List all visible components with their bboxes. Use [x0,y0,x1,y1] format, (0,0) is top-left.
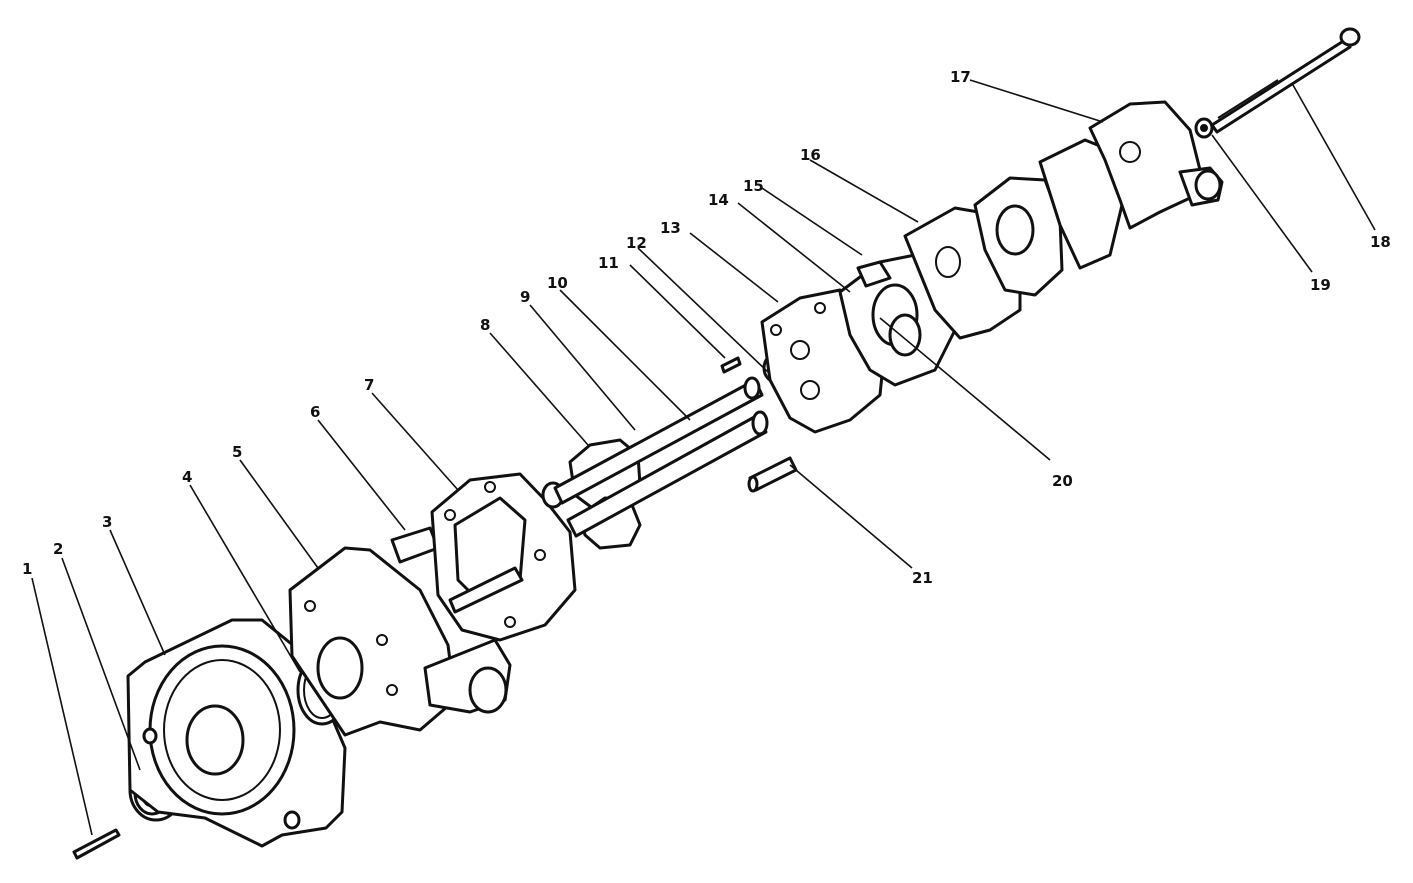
callout-4: 4 [182,468,192,486]
callout-16: 16 [800,146,821,164]
callout-15: 15 [743,177,764,195]
callout-8: 8 [480,316,490,334]
callout-1: 1 [22,560,32,578]
part-3-mounting-flange [126,618,347,848]
callout-5: 5 [232,443,242,461]
callout-13: 13 [660,219,681,237]
part-9-10-shafts [553,376,769,538]
callout-11: 11 [598,254,619,272]
callout-6: 6 [310,403,320,421]
leader-lines [31,79,1376,836]
callout-10: 10 [547,274,568,292]
part-18-tie-bolt [1210,27,1361,134]
part-7-gear-housing [430,472,577,642]
callout-21: 21 [912,569,933,587]
callout-14: 14 [708,191,729,209]
third-gear-section [973,138,1124,297]
part-21-dowel-pin [747,456,798,493]
callout-9: 9 [520,288,530,306]
callout-2: 2 [53,540,63,558]
part-19-washer [1194,117,1214,139]
callout-12: 12 [626,234,647,252]
part-5-port-housing [288,526,512,737]
callout-20: 20 [1052,472,1073,490]
callout-18: 18 [1370,233,1391,251]
callout-17: 17 [950,68,971,86]
callout-labels: 1 2 3 4 5 6 7 8 9 10 11 12 13 14 15 16 1… [22,68,1391,587]
part-1-pin [72,828,121,860]
callout-3: 3 [102,513,112,531]
callout-7: 7 [364,376,374,394]
part-17-rear-cover [1088,100,1224,230]
part-15-port-plate [856,260,892,288]
callout-19: 19 [1310,276,1331,294]
part-11-key [720,356,742,374]
